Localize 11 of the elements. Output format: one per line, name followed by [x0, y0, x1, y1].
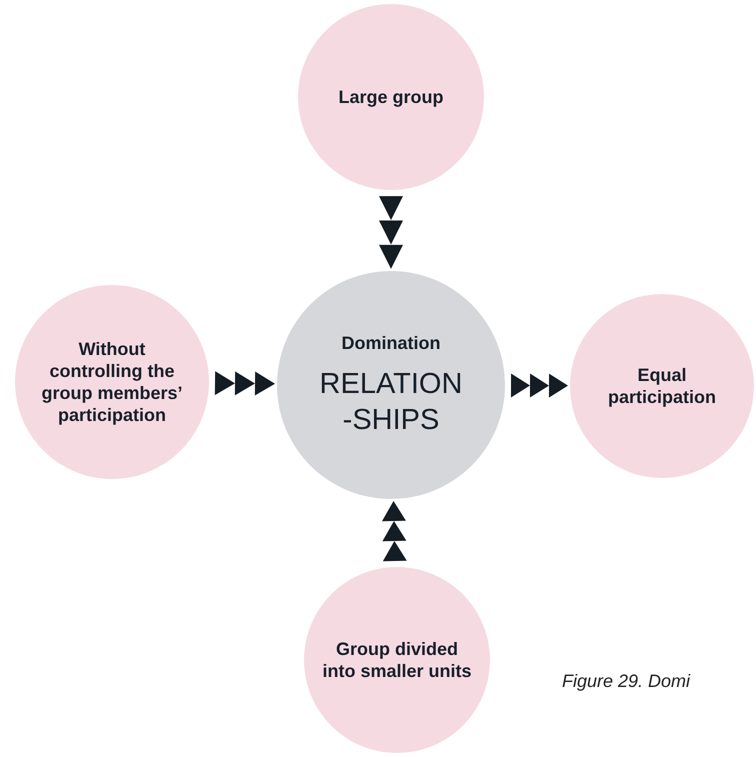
circle-label: Domination [342, 332, 440, 354]
circle-label: Without controlling the group members’ participation [40, 338, 184, 426]
figure-caption: Figure 29. Domi [562, 670, 690, 693]
arrow [382, 500, 407, 562]
arrow [379, 196, 403, 269]
circle-label: Equal participation [606, 364, 717, 408]
arrow [510, 373, 568, 398]
arrow [214, 371, 275, 396]
circle-title: RELATION-SHIPS [318, 367, 464, 438]
circle-label: Group divided into smaller units [322, 638, 472, 682]
circle-label: Large group [338, 86, 444, 108]
